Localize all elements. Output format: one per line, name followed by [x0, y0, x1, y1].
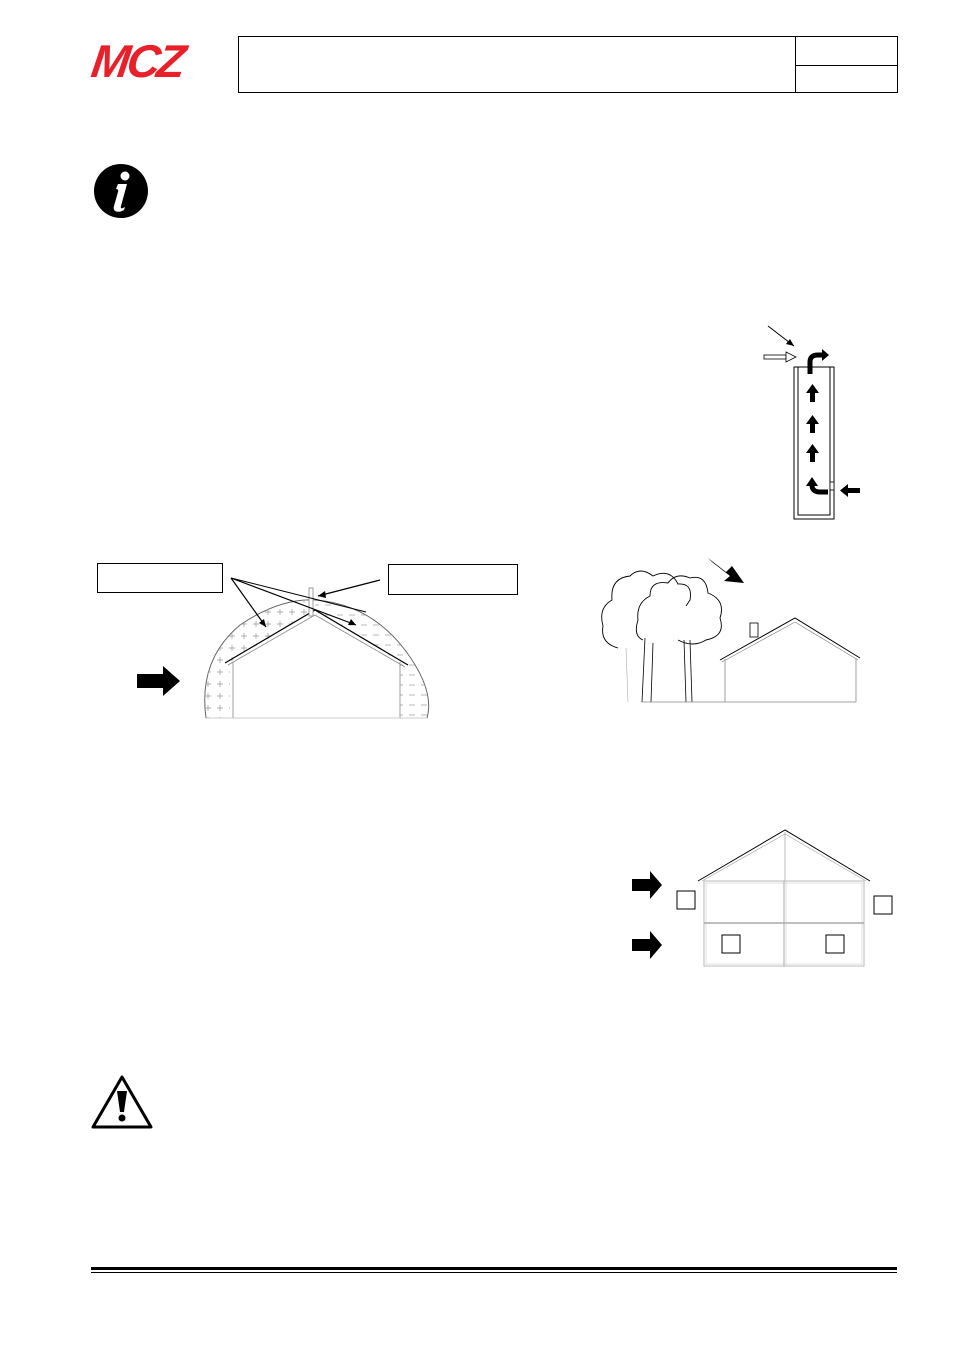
- header-divider: [795, 36, 796, 93]
- warning-icon: [91, 1075, 153, 1129]
- roof-label-left: [97, 563, 223, 593]
- footer-rule-thin: [91, 1272, 897, 1273]
- info-icon: [94, 164, 148, 218]
- trees-wind-diagram: [601, 558, 861, 703]
- chimney-draft-diagram: [763, 325, 860, 520]
- brand-logo: MCZ: [88, 35, 187, 87]
- header-title-box: [238, 36, 898, 93]
- roof-label-right: [388, 564, 518, 595]
- house-section-diagram: [632, 829, 893, 967]
- header-page-box: [795, 66, 898, 93]
- footer-rule-thick: [91, 1267, 897, 1270]
- roof-pressure-diagram: [137, 577, 430, 719]
- header-code-box: [795, 36, 898, 66]
